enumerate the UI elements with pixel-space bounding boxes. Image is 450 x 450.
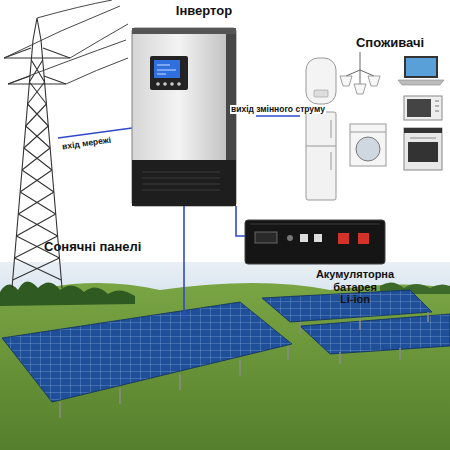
inverter-illustration — [177, 82, 181, 86]
node-label: Інвертор — [154, 4, 254, 19]
inverter-illustration — [163, 82, 167, 86]
text-line: Li-ion — [305, 293, 405, 306]
node-label: Акумуляторна батарея Li-ion — [305, 268, 405, 306]
consumer-appliances — [398, 80, 444, 85]
consumer-appliances — [404, 56, 438, 78]
consumer-appliances — [340, 76, 380, 94]
solar-panels: Сонячні панелі — [0, 238, 450, 450]
grid-wire — [58, 128, 132, 138]
consumer-appliances — [306, 112, 336, 200]
solar-field-photo — [0, 238, 450, 450]
consumer-appliances — [314, 90, 328, 97]
inverter-illustration — [150, 56, 188, 90]
grid-input-label: вхід мережі — [62, 136, 112, 152]
power-tower — [4, 0, 128, 84]
consumer-appliances — [404, 128, 442, 133]
connector-wire — [256, 115, 300, 117]
consumer-appliances — [356, 137, 380, 161]
consumer-appliances — [404, 128, 442, 170]
consumers-group: Споживачі — [300, 36, 446, 204]
battery-illustration — [255, 232, 277, 243]
solar-field-photo — [2, 302, 292, 402]
battery-illustration — [300, 234, 308, 242]
consumer-appliances — [350, 132, 386, 133]
inverter-illustration — [154, 60, 180, 78]
connector-wire — [236, 206, 245, 236]
battery-illustration — [287, 235, 293, 241]
battery-illustration — [314, 234, 322, 242]
solar-field-photo — [60, 312, 428, 418]
consumer-appliances — [306, 52, 444, 200]
inverter-illustration — [170, 82, 174, 86]
solar-field-photo — [183, 238, 185, 318]
inverter-illustration — [156, 82, 160, 86]
consumer-appliances — [408, 142, 438, 162]
power-tower — [4, 58, 70, 84]
battery-illustration — [358, 233, 369, 244]
consumer-appliances — [435, 101, 439, 111]
consumer-appliances — [404, 96, 442, 120]
text-line: батарея — [305, 281, 405, 294]
consumer-appliances — [410, 138, 436, 139]
solar-field-photo — [0, 283, 450, 450]
edge-label: вихід змінного струму — [230, 105, 326, 114]
inverter-illustration — [132, 28, 236, 206]
inverter-illustration — [157, 65, 176, 74]
consumer-appliances — [407, 99, 431, 117]
consumer-appliances — [306, 120, 336, 170]
text-line: Акумуляторна — [305, 268, 405, 281]
battery-illustration — [245, 220, 385, 264]
node-label: Споживачі — [340, 36, 440, 51]
battery-illustration — [245, 220, 385, 264]
consumer-appliances — [406, 58, 436, 76]
inverter-illustration — [132, 28, 236, 206]
inverter-illustration — [142, 172, 220, 190]
connector-wire — [183, 206, 185, 238]
node-label: Сонячні панелі — [44, 240, 184, 255]
consumer-appliances — [306, 58, 336, 104]
battery-illustration — [338, 233, 349, 244]
text-line: вихід змінного струму — [231, 105, 325, 114]
battery-illustration — [250, 224, 380, 225]
inverter-illustration — [132, 160, 236, 206]
solar-field-photo — [0, 281, 135, 306]
consumer-appliances — [350, 124, 386, 166]
inverter-illustration — [132, 28, 236, 34]
battery-unit: Акумуляторна батарея Li-ion — [245, 216, 410, 308]
